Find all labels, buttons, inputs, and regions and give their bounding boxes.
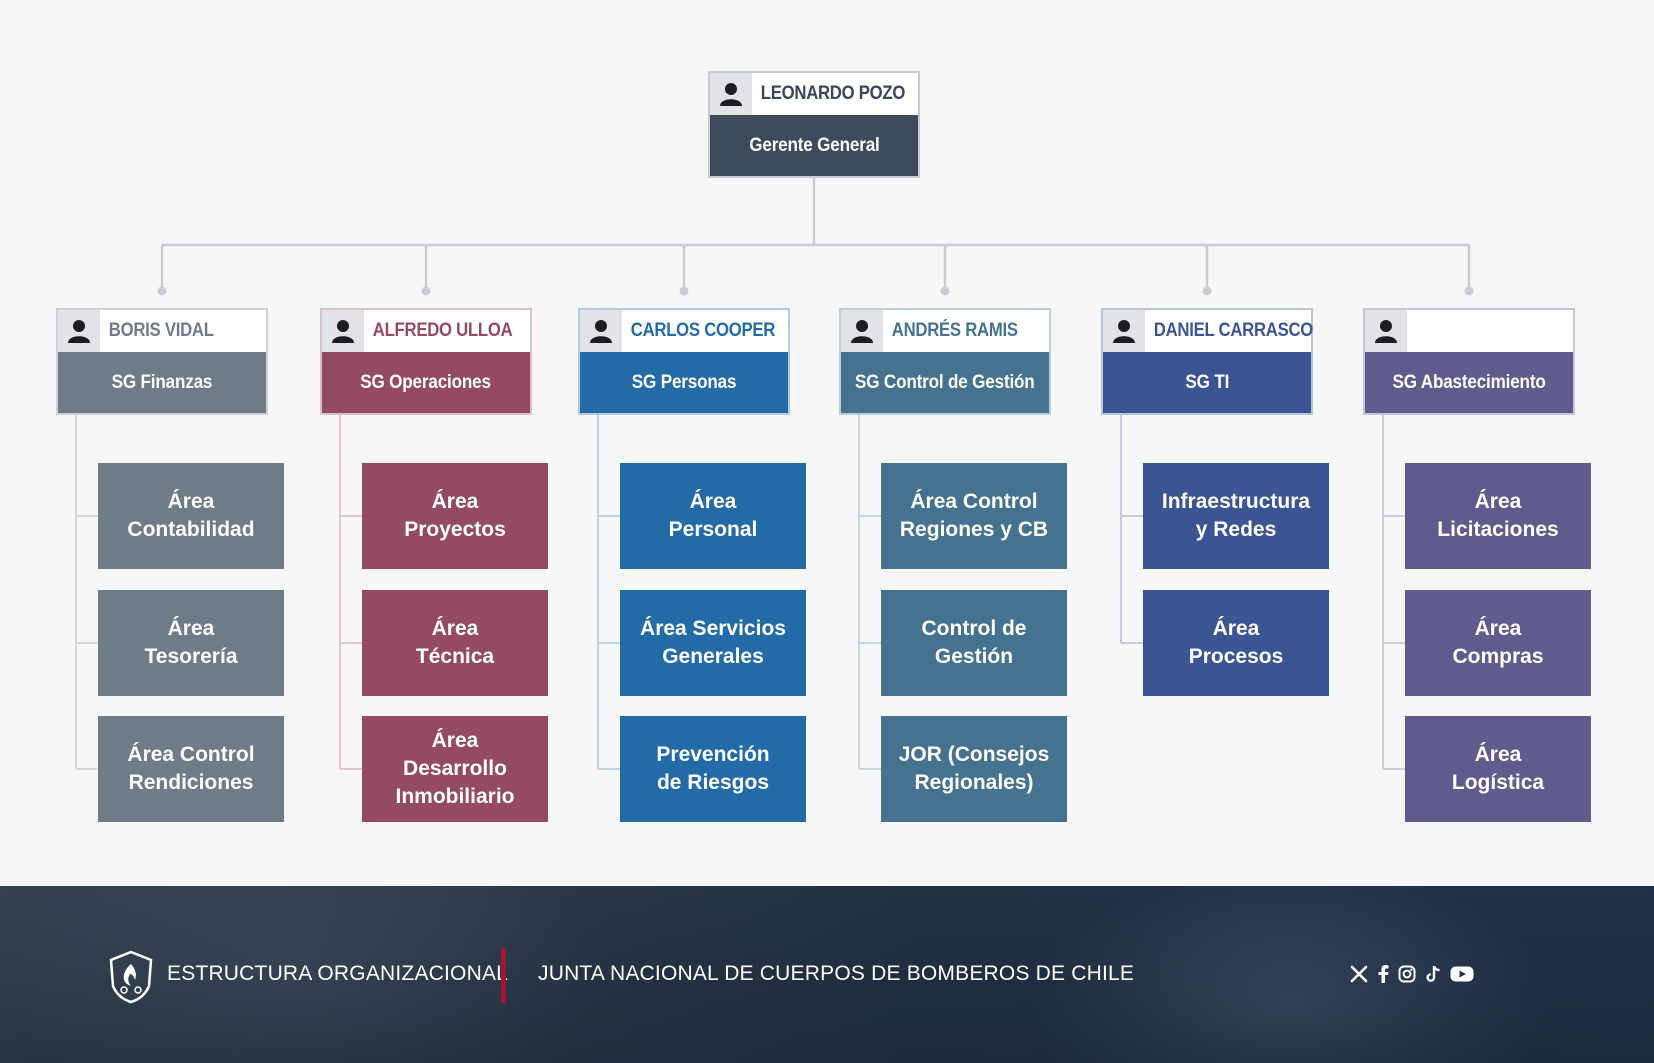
sg-role: SG Abastecimiento	[1365, 352, 1573, 413]
person-icon	[58, 310, 100, 352]
person-icon	[322, 310, 364, 352]
connector-dot	[421, 286, 431, 296]
area-box[interactable]: Área Desarrollo Inmobiliario	[362, 716, 548, 822]
person-icon	[710, 73, 752, 115]
instagram-icon[interactable]	[1398, 965, 1416, 983]
tiktok-icon[interactable]	[1425, 965, 1441, 983]
area-box[interactable]: Área Técnica	[362, 590, 548, 696]
area-box[interactable]: Área Logística	[1405, 716, 1591, 822]
footer-divider	[501, 948, 506, 1003]
sg-manager-name: ANDRÉS RAMIS	[891, 320, 1018, 341]
sg-role-label: SG Operaciones	[360, 371, 492, 393]
footer-title: ESTRUCTURA ORGANIZACIONAL	[167, 962, 509, 985]
person-icon	[580, 310, 622, 352]
area-box[interactable]: Área Proyectos	[362, 463, 548, 569]
youtube-icon[interactable]	[1450, 965, 1474, 983]
sg-card-operaciones[interactable]: ALFREDO ULLOA SG Operaciones	[320, 308, 532, 415]
sg-role-label: SG Personas	[631, 371, 737, 393]
area-box[interactable]: Área Licitaciones	[1405, 463, 1591, 569]
sg-role: SG Finanzas	[58, 352, 266, 413]
connector-dot	[157, 286, 167, 296]
person-icon	[1103, 310, 1145, 352]
sg-role-label: SG Control de Gestión	[855, 371, 1035, 393]
sg-role-label: SG Abastecimiento	[1392, 371, 1546, 393]
sg-card-header: DANIEL CARRASCO	[1103, 310, 1314, 352]
person-icon	[1365, 310, 1407, 352]
facebook-icon[interactable]	[1377, 965, 1389, 983]
root-card-header: LEONARDO POZO	[710, 73, 918, 115]
area-box[interactable]: Área Control Regiones y CB	[881, 463, 1067, 569]
area-box[interactable]: JOR (Consejos Regionales)	[881, 716, 1067, 822]
x-icon[interactable]	[1350, 965, 1368, 983]
sg-card-header: BORIS VIDAL	[58, 310, 266, 352]
area-box[interactable]: Área Contabilidad	[98, 463, 284, 569]
sg-card-header: CARLOS COOPER	[580, 310, 788, 352]
sg-card-personas[interactable]: CARLOS COOPER SG Personas	[578, 308, 790, 415]
social-links	[1350, 965, 1474, 983]
area-box[interactable]: Prevención de Riesgos	[620, 716, 806, 822]
person-icon	[841, 310, 883, 352]
area-box[interactable]: Área Control Rendiciones	[98, 716, 284, 822]
footer-organization: JUNTA NACIONAL DE CUERPOS DE BOMBEROS DE…	[538, 962, 1135, 985]
area-box[interactable]: Área Tesorería	[98, 590, 284, 696]
connector-dot	[940, 286, 950, 296]
connector-dot	[679, 286, 689, 296]
sg-role-label: SG TI	[1185, 371, 1229, 393]
footer-banner: ESTRUCTURA ORGANIZACIONAL JUNTA NACIONAL…	[0, 886, 1654, 1063]
footer-background-photo	[0, 886, 1654, 1063]
area-box[interactable]: Área Personal	[620, 463, 806, 569]
area-box[interactable]: Infraestructura y Redes	[1143, 463, 1329, 569]
sg-manager-name: DANIEL CARRASCO	[1153, 320, 1314, 341]
sg-manager-name: BORIS VIDAL	[108, 320, 214, 341]
area-box[interactable]: Área Servicios Generales	[620, 590, 806, 696]
sg-role: SG Operaciones	[322, 352, 530, 413]
bomberos-chile-logo	[108, 950, 154, 1004]
connector-dot	[1202, 286, 1212, 296]
sg-card-header	[1365, 310, 1573, 352]
sg-role: SG Control de Gestión	[841, 352, 1049, 413]
sg-card-abastecimiento[interactable]: SG Abastecimiento	[1363, 308, 1575, 415]
sg-manager-name: ALFREDO ULLOA	[372, 320, 513, 341]
connector-dot	[1464, 286, 1474, 296]
root-name: LEONARDO POZO	[760, 83, 906, 104]
sg-card-ti[interactable]: DANIEL CARRASCO SG TI	[1101, 308, 1313, 415]
sg-role: SG Personas	[580, 352, 788, 413]
area-box[interactable]: Área Procesos	[1143, 590, 1329, 696]
area-box[interactable]: Área Compras	[1405, 590, 1591, 696]
sg-card-header: ALFREDO ULLOA	[322, 310, 530, 352]
sg-card-header: ANDRÉS RAMIS	[841, 310, 1049, 352]
sg-role-label: SG Finanzas	[111, 371, 213, 393]
sg-card-control[interactable]: ANDRÉS RAMIS SG Control de Gestión	[839, 308, 1051, 415]
root-role-label: Gerente General	[748, 134, 880, 156]
sg-role: SG TI	[1103, 352, 1311, 413]
sg-manager-name: CARLOS COOPER	[630, 320, 776, 341]
area-box[interactable]: Control de Gestión	[881, 590, 1067, 696]
root-role: Gerente General	[710, 115, 918, 176]
root-card[interactable]: LEONARDO POZO Gerente General	[708, 71, 920, 178]
sg-card-finanzas[interactable]: BORIS VIDAL SG Finanzas	[56, 308, 268, 415]
